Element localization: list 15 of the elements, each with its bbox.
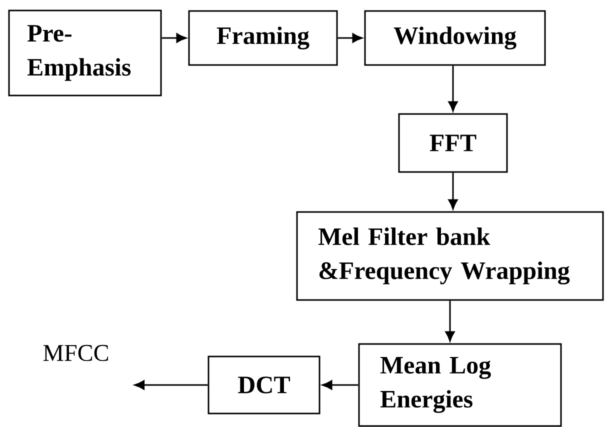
process-box: Mel Filter bank &Frequency Wrapping <box>296 211 604 301</box>
process-box: Pre- Emphasis <box>8 10 162 96</box>
arrow <box>162 33 186 43</box>
arrow <box>445 300 455 342</box>
process-box: DCT <box>208 356 320 414</box>
arrow <box>448 66 458 112</box>
process-box: Mean Log Energies <box>358 343 562 427</box>
process-box: FFT <box>398 113 508 173</box>
process-box: Framing <box>188 10 338 66</box>
output-label: MFCC <box>43 344 108 362</box>
arrow <box>134 380 208 390</box>
arrow <box>338 33 362 43</box>
arrow <box>448 172 458 210</box>
process-box: Windowing <box>364 10 546 66</box>
arrow <box>322 380 358 390</box>
